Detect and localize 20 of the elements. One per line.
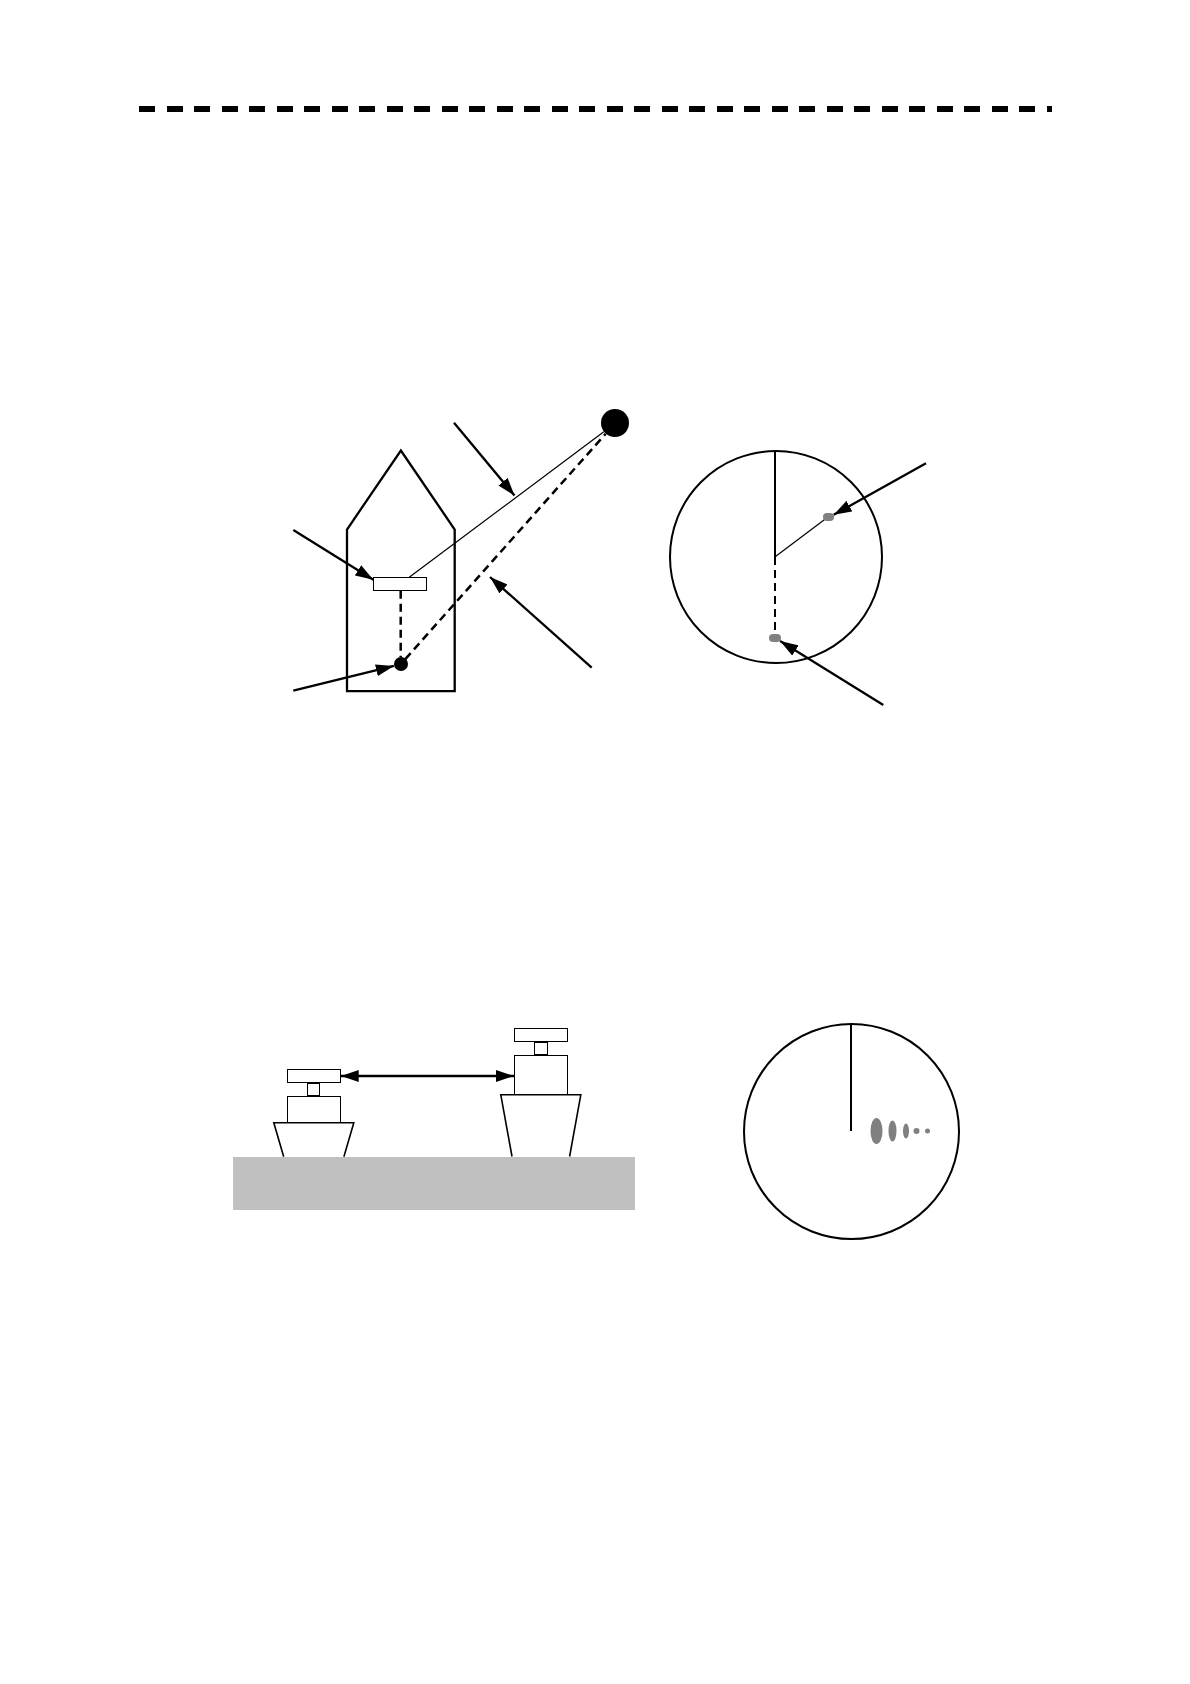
- antenna-box: [514, 1028, 569, 1042]
- echo-blob: [823, 512, 835, 521]
- sight-line: [408, 431, 605, 578]
- cabin-box: [514, 1055, 569, 1095]
- double-arrow: [340, 1070, 514, 1082]
- leader-arrow: [292, 529, 374, 581]
- cabin-box: [286, 1096, 341, 1123]
- leader-arrow: [779, 640, 884, 706]
- dashed-line: [399, 590, 402, 658]
- leader-arrow: [293, 664, 395, 692]
- dashed-line: [404, 432, 607, 660]
- hull: [500, 1094, 582, 1157]
- radar-display: [668, 450, 883, 665]
- echo-blob: [769, 633, 782, 642]
- antenna-box: [373, 577, 428, 591]
- antenna-box: [286, 1069, 341, 1083]
- leader-arrow: [833, 462, 927, 516]
- ship-outline: [345, 446, 457, 693]
- radar-display: [743, 1023, 960, 1240]
- hull: [272, 1121, 355, 1157]
